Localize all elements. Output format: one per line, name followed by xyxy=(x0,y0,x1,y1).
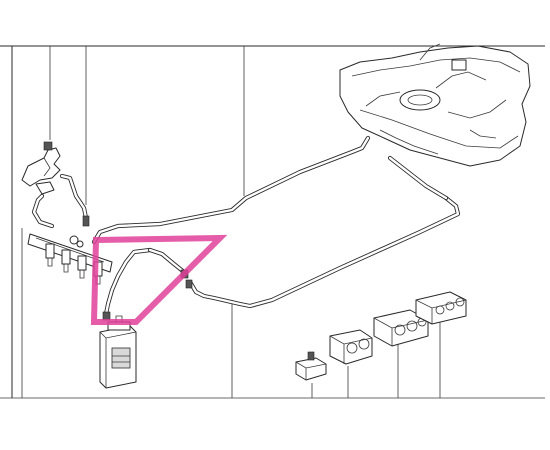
bracket-clip xyxy=(21,141,61,195)
fuel-filter xyxy=(99,315,137,389)
injector-3 xyxy=(77,255,87,279)
pipe-clip-quad xyxy=(415,291,467,325)
leader-lines xyxy=(21,46,441,398)
fuel-pipe-assembly xyxy=(31,135,461,321)
pipe-clip-small xyxy=(295,351,327,381)
injector-2 xyxy=(61,249,71,273)
injector-1 xyxy=(45,243,55,267)
pipe-clip-double xyxy=(329,329,373,365)
fuel-rail xyxy=(27,233,113,285)
pipe-clip-triple xyxy=(373,309,429,347)
highlight-outline xyxy=(90,234,228,325)
fuel-tank xyxy=(339,43,531,167)
